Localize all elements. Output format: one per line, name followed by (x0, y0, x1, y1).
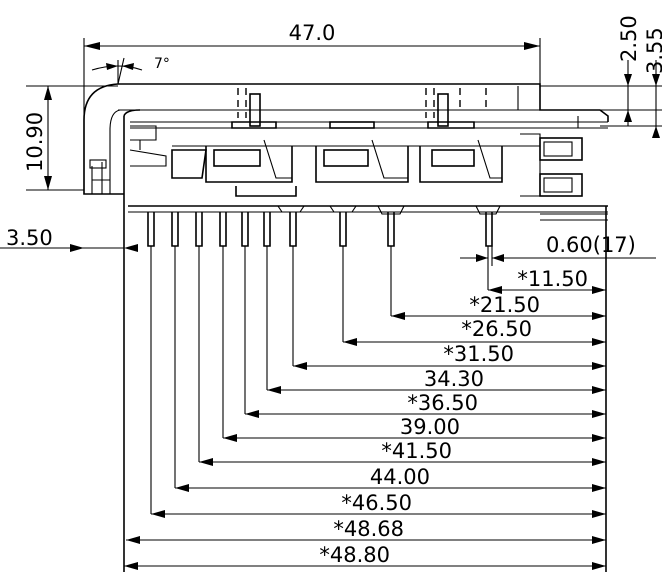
pin-dimension-label: *21.50 (469, 293, 540, 317)
pin-dimension-label: 44.00 (370, 465, 430, 489)
pin-dimension-lines (124, 246, 606, 570)
tab-height-label: 3.55 (643, 27, 662, 74)
lead-length-label: 3.50 (6, 226, 53, 250)
angle-label: 7° (154, 56, 170, 72)
connector-body (83, 83, 609, 572)
pin-dimension-label: *11.50 (517, 267, 588, 291)
pin-dimension-label: *31.50 (443, 342, 514, 366)
pin-offset-label: 2.50 (617, 15, 641, 62)
pin-dimension-label: 39.00 (400, 415, 460, 439)
right-top-dimensions: 2.50 3.55 (540, 15, 662, 138)
body-height-label: 10.90 (23, 112, 47, 172)
pin-dimension-label: *48.68 (333, 517, 404, 541)
pin-dimension-label: *48.80 (319, 543, 390, 567)
overall-width-dimension: 47.0 (83, 21, 541, 194)
pin-dimension-label: *36.50 (407, 391, 478, 415)
pin-pitch-dimension: 0.60(17) (460, 233, 656, 266)
pin-dimension-label: *46.50 (341, 491, 412, 515)
overall-width-label: 47.0 (289, 21, 336, 45)
pin-dimension-label: 34.30 (424, 367, 484, 391)
pin-dimension-labels: *11.50 *21.50 *26.50 *31.50 34.30 *36.50… (319, 267, 588, 567)
top-latches (231, 86, 519, 129)
left-dimensions: 10.90 3.50 (0, 85, 138, 252)
angle-dimension: 7° (91, 56, 170, 85)
pin-dimension-label: *26.50 (461, 317, 532, 341)
pin-pitch-label: 0.60(17) (546, 233, 636, 257)
pin-dimension-label: *41.50 (381, 439, 452, 463)
